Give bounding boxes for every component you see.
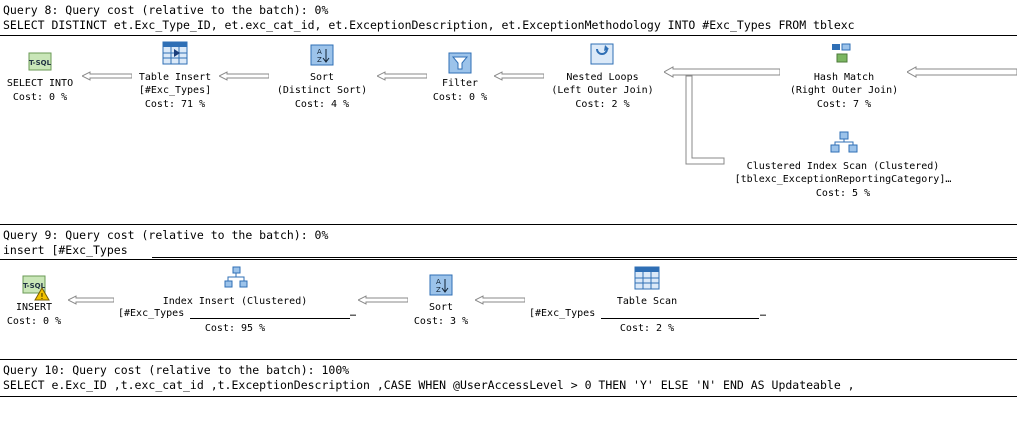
index-insert-icon[interactable] [224,266,248,294]
clustered-scan-sub: [tblexc_ExceptionReportingCategory]… [734,174,952,185]
insert-cost: Cost: 0 % [6,316,62,327]
insert-label: INSERT [15,302,53,313]
query9-divider [0,259,1017,260]
flow-arrow [475,295,525,305]
filter-icon[interactable] [448,52,472,78]
sort-label: Sort [309,72,335,83]
index-insert-label: Index Insert (Clustered) [162,296,308,307]
query9-title: Query 9: Query cost (relative to the bat… [3,228,329,242]
table-scan-cost: Cost: 2 % [619,323,675,334]
tsql-warning-icon[interactable]: T-SQL ! [22,275,50,305]
index-insert-sub-underline [190,318,350,319]
select-into-cost: Cost: 0 % [12,92,68,103]
query9-header: Query 9: Query cost (relative to the bat… [0,225,1017,258]
svg-text:Z: Z [436,286,441,294]
flow-arrow [358,295,408,305]
table-insert-icon[interactable] [162,41,188,69]
flow-arrow [685,75,725,165]
query10-top-divider [0,359,1017,360]
flow-arrow [494,71,544,81]
flow-arrow [377,71,427,81]
sort9-cost: Cost: 3 % [413,316,469,327]
sort-icon[interactable]: A Z [429,274,453,300]
svg-text:Z: Z [317,56,322,64]
tsql-icon[interactable]: T-SQL [28,52,52,76]
clustered-scan-label: Clustered Index Scan (Clustered) [746,161,940,172]
table-insert-cost: Cost: 71 % [144,99,206,110]
table-scan-sub: [#Exc_Types [529,308,596,319]
svg-text:A: A [317,48,322,56]
select-into-label: SELECT INTO [6,78,74,89]
table-scan-sub-underline [601,318,759,319]
svg-text:!: ! [40,292,43,301]
table-insert-label: Table Insert [138,72,212,83]
hash-match-label: Hash Match [813,72,875,83]
hash-match-icon[interactable] [830,42,854,68]
query9-sql[interactable]: insert [#Exc_Types [3,243,128,257]
table-scan-label: Table Scan [616,296,678,307]
query8-sql[interactable]: SELECT DISTINCT et.Exc_Type_ID, et.exc_c… [3,18,855,32]
query10-divider [0,396,1017,397]
table-scan-ellipsis: … [759,308,767,319]
index-insert-cost: Cost: 95 % [204,323,266,334]
flow-arrow [82,71,132,81]
index-insert-ellipsis: … [349,308,357,319]
sort-sub: (Distinct Sort) [276,85,368,96]
flow-arrow [907,66,1017,78]
index-insert-sub: [#Exc_Types [118,308,185,319]
query10-title: Query 10: Query cost (relative to the ba… [3,363,350,377]
clustered-index-scan-icon[interactable] [830,131,858,159]
query9-sql-underline [152,257,1017,258]
query10-sql[interactable]: SELECT e.Exc_ID ,t.exc_cat_id ,t.Excepti… [3,378,855,392]
table-scan-icon[interactable] [634,266,660,294]
query8-divider [0,35,1017,36]
table-insert-sub: [#Exc_Types] [138,85,212,96]
query8-header: Query 8: Query cost (relative to the bat… [0,0,1017,36]
query8-title: Query 8: Query cost (relative to the bat… [3,3,329,17]
hash-match-sub: (Right Outer Join) [789,85,899,96]
flow-arrow [219,71,269,81]
svg-text:T-SQL: T-SQL [23,282,46,290]
svg-text:T-SQL: T-SQL [29,59,52,67]
sort9-label: Sort [428,302,454,313]
hash-match-cost: Cost: 7 % [816,99,872,110]
query10-header: Query 10: Query cost (relative to the ba… [0,360,1017,396]
nested-loops-label: Nested Loops [566,72,639,83]
nested-loops-cost: Cost: 2 % [575,99,630,110]
filter-label: Filter [441,78,479,89]
clustered-scan-cost: Cost: 5 % [815,188,871,199]
sort-cost: Cost: 4 % [294,99,350,110]
nested-loops-icon[interactable] [590,41,616,69]
flow-arrow [664,66,780,78]
query9-top-divider [0,224,1017,225]
flow-arrow [68,295,114,305]
sort-icon[interactable]: A Z [310,44,334,70]
svg-text:A: A [436,278,441,286]
filter-cost: Cost: 0 % [432,92,488,103]
nested-loops-sub: (Left Outer Join) [551,85,654,96]
